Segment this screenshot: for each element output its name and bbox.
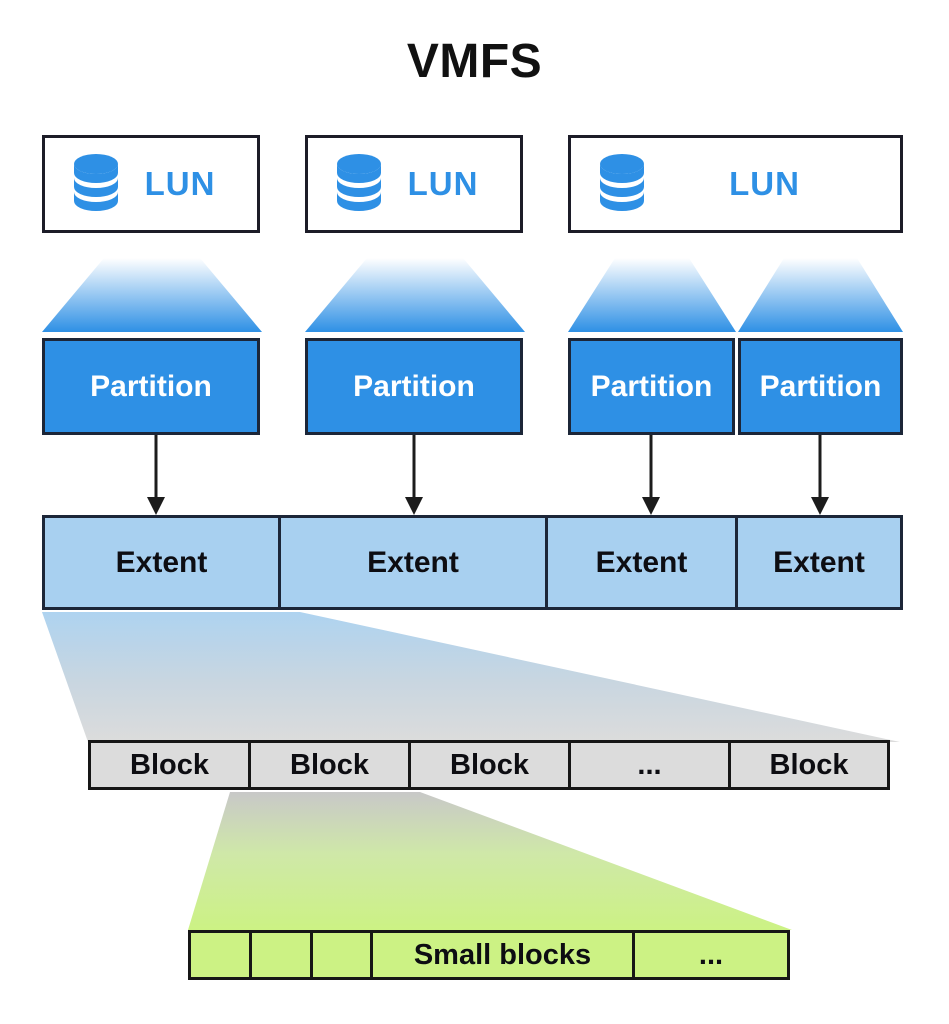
small-block-cell-3[interactable] bbox=[310, 930, 370, 980]
block-cell-3[interactable]: Block bbox=[408, 740, 568, 790]
database-icon bbox=[597, 153, 647, 216]
extent-cell-4[interactable]: Extent bbox=[735, 515, 903, 610]
lun-to-partition-funnel-1 bbox=[42, 258, 262, 337]
extent-row: Extent Extent Extent Extent bbox=[42, 515, 903, 610]
small-block-cell-label[interactable]: Small blocks bbox=[370, 930, 632, 980]
block-row: Block Block Block ... Block bbox=[88, 740, 890, 790]
lun-box-2[interactable]: LUN bbox=[305, 135, 523, 233]
small-block-row: Small blocks ... bbox=[188, 930, 790, 980]
small-block-cell-1[interactable] bbox=[188, 930, 249, 980]
extent-cell-3[interactable]: Extent bbox=[545, 515, 735, 610]
database-icon bbox=[71, 153, 121, 216]
lun-to-partition-funnel-4 bbox=[738, 258, 903, 337]
partition-label-3: Partition bbox=[590, 369, 713, 403]
partition-box-1[interactable]: Partition bbox=[42, 338, 260, 435]
small-block-cell-2[interactable] bbox=[249, 930, 310, 980]
block-cell-ellipsis[interactable]: ... bbox=[568, 740, 728, 790]
block-to-small-block-funnel bbox=[188, 792, 792, 935]
arrow-partition-to-extent-4 bbox=[808, 435, 832, 522]
block-cell-4[interactable]: Block bbox=[728, 740, 890, 790]
block-cell-2[interactable]: Block bbox=[248, 740, 408, 790]
arrow-partition-to-extent-2 bbox=[402, 435, 426, 522]
partition-box-2[interactable]: Partition bbox=[305, 338, 523, 435]
page-title: VMFS bbox=[406, 35, 543, 88]
partition-box-4[interactable]: Partition bbox=[738, 338, 903, 435]
arrow-partition-to-extent-3 bbox=[639, 435, 663, 522]
block-cell-1[interactable]: Block bbox=[88, 740, 248, 790]
small-block-cell-ellipsis[interactable]: ... bbox=[632, 930, 790, 980]
lun-label-2: LUN bbox=[407, 165, 479, 202]
database-icon bbox=[334, 153, 384, 216]
extent-cell-2[interactable]: Extent bbox=[278, 515, 545, 610]
lun-to-partition-funnel-3 bbox=[568, 258, 736, 337]
arrow-partition-to-extent-1 bbox=[144, 435, 168, 522]
extent-to-block-funnel bbox=[42, 612, 900, 747]
partition-label-2: Partition bbox=[353, 369, 475, 403]
partition-label-1: Partition bbox=[90, 369, 212, 403]
extent-cell-1[interactable]: Extent bbox=[42, 515, 278, 610]
lun-label-3: LUN bbox=[729, 165, 800, 202]
partition-box-3[interactable]: Partition bbox=[568, 338, 735, 435]
lun-to-partition-funnel-2 bbox=[305, 258, 525, 337]
lun-box-1[interactable]: LUN bbox=[42, 135, 260, 233]
lun-box-3[interactable]: LUN bbox=[568, 135, 903, 233]
partition-label-4: Partition bbox=[759, 369, 882, 403]
lun-label-1: LUN bbox=[144, 165, 216, 202]
